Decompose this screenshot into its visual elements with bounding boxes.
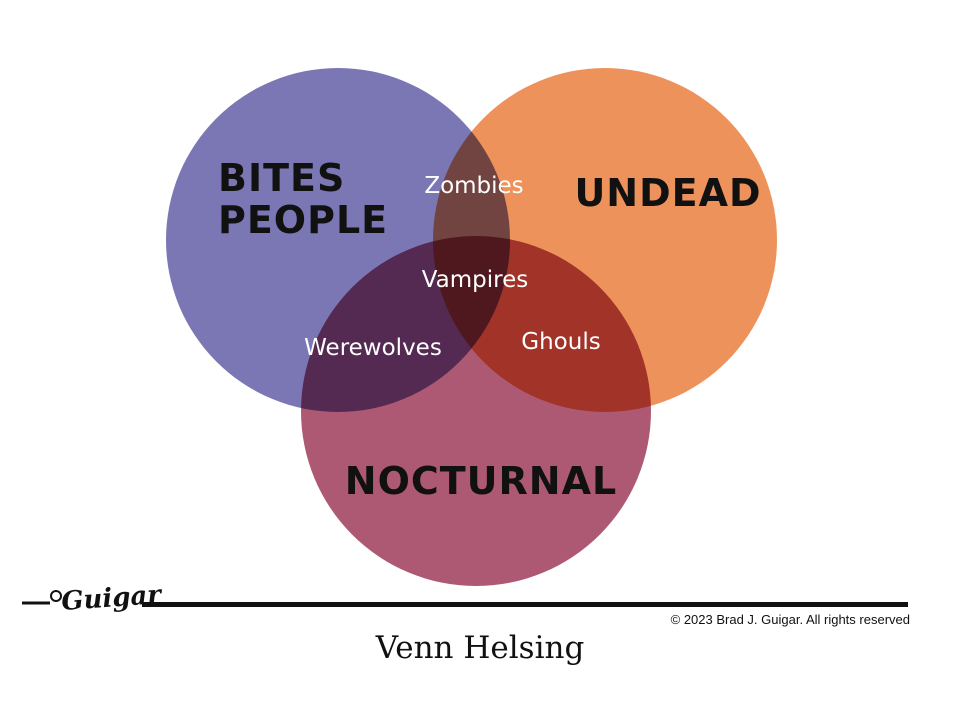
region-label-ghouls: Ghouls bbox=[521, 329, 600, 355]
footer-divider bbox=[142, 602, 908, 607]
region-label-werewolves: Werewolves bbox=[304, 335, 442, 361]
copyright-notice: © 2023 Brad J. Guigar. All rights reserv… bbox=[670, 612, 910, 627]
set-label-nocturnal: NOCTURNAL bbox=[345, 459, 617, 503]
region-label-vampires: Vampires bbox=[422, 267, 529, 293]
comic-title: Venn Helsing bbox=[375, 630, 585, 666]
signature-text: Guigar bbox=[60, 580, 164, 617]
artist-signature-logo: Guigar bbox=[22, 580, 164, 617]
set-label-undead: UNDEAD bbox=[574, 171, 761, 215]
set-label-bites-line1: BITES bbox=[218, 156, 345, 200]
venn-diagram: BITES PEOPLE UNDEAD NOCTURNAL Zombies Va… bbox=[166, 68, 777, 586]
region-label-zombies: Zombies bbox=[424, 173, 523, 199]
set-circle-nocturnal bbox=[301, 236, 651, 586]
set-label-bites-people: BITES PEOPLE bbox=[218, 156, 388, 242]
set-label-bites-line2: PEOPLE bbox=[218, 198, 388, 242]
